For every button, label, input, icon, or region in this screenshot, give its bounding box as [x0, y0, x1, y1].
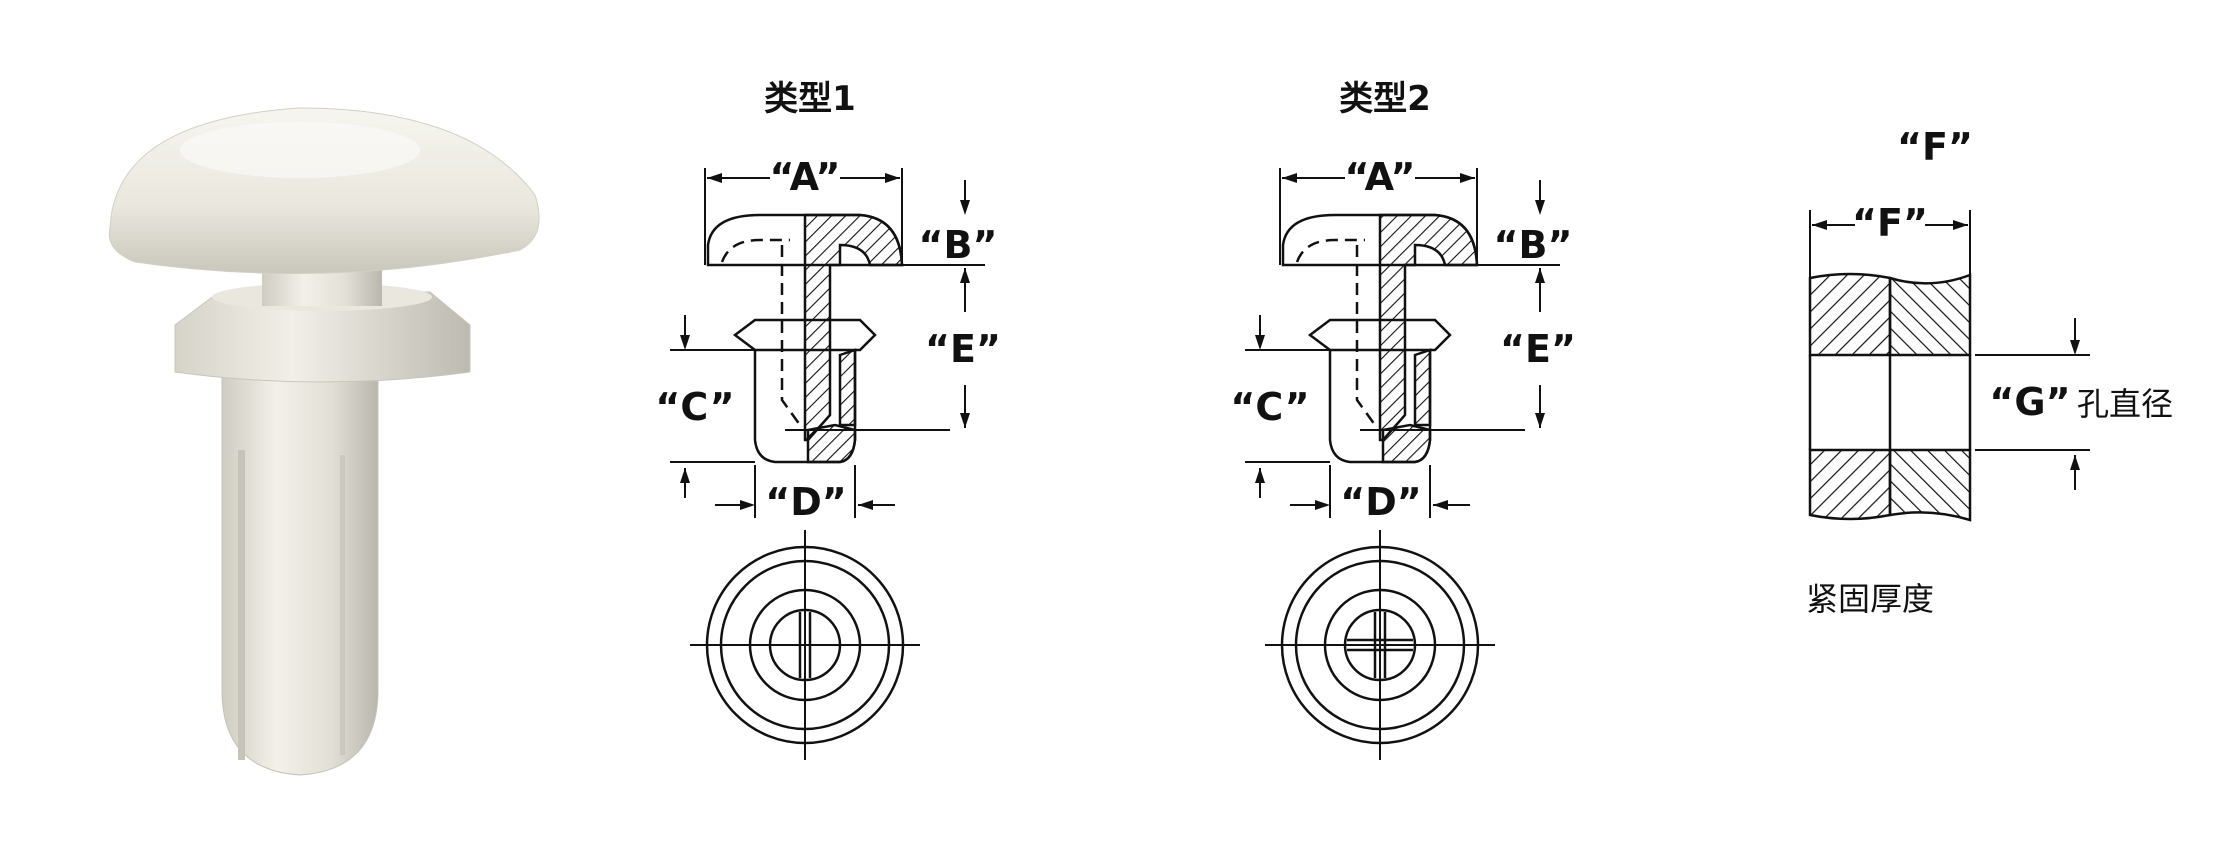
panel-top-label: “F” — [1897, 125, 1973, 169]
type1-label-c: “C” — [655, 385, 734, 429]
panel-label-f: “F” — [1852, 201, 1928, 245]
type2-label-e: “E” — [1500, 327, 1576, 371]
type1-title: 类型1 — [764, 79, 856, 119]
type2-bottom-view — [1265, 530, 1495, 760]
type2-label-d: “D” — [1340, 480, 1422, 524]
type2-diagram: 类型2 “A” “B” “E” — [1230, 79, 1576, 760]
hole-diameter-label: 孔直径 — [2077, 385, 2173, 423]
panel-section-diagram: “F” “F” “G” 孔直径 紧固厚度 — [1806, 125, 2173, 618]
type1-dim-d: “D” — [715, 465, 895, 524]
rivet-product-render — [108, 107, 540, 776]
type1-dim-e: “E” — [925, 268, 1001, 428]
type2-title: 类型2 — [1339, 79, 1431, 119]
type1-dim-b: “B” — [870, 180, 997, 267]
panel-dim-f: “F” — [1809, 201, 1971, 280]
type1-dim-c: “C” — [655, 315, 755, 498]
type1-dim-a: “A” — [704, 155, 903, 265]
type1-label-b: “B” — [919, 223, 998, 267]
type1-label-e: “E” — [925, 327, 1001, 371]
type2-dim-c: “C” — [1230, 315, 1330, 498]
type1-diagram: 类型1 “A” “B” — [655, 79, 1001, 760]
type2-dim-b: “B” — [1445, 180, 1572, 267]
type2-dim-d: “D” — [1290, 465, 1470, 524]
type2-dim-a: “A” — [1279, 155, 1478, 265]
type1-label-d: “D” — [765, 480, 847, 524]
grip-thickness-label: 紧固厚度 — [1806, 580, 1934, 618]
panel-label-g: “G” — [1989, 380, 2070, 424]
type2-dim-e: “E” — [1500, 268, 1576, 428]
panel-dim-g: “G” 孔直径 — [1975, 318, 2173, 490]
type1-bottom-view — [690, 530, 920, 760]
type1-label-a: “A” — [770, 155, 841, 199]
type2-label-b: “B” — [1494, 223, 1573, 267]
type2-label-a: “A” — [1345, 155, 1416, 199]
type2-label-c: “C” — [1230, 385, 1309, 429]
